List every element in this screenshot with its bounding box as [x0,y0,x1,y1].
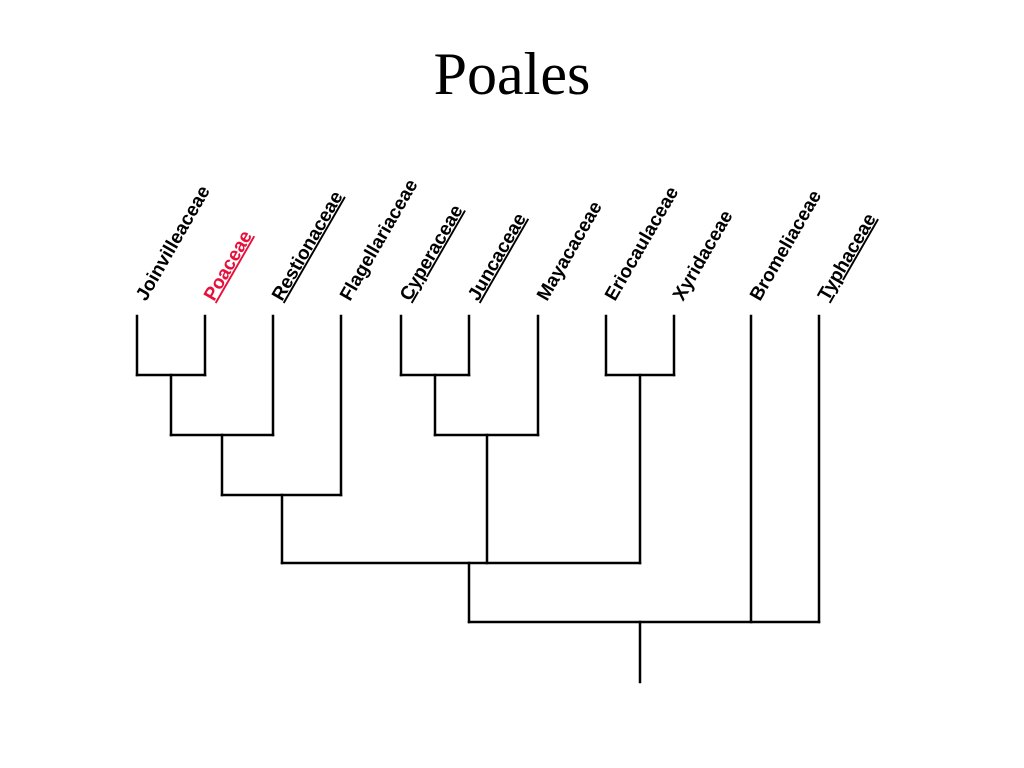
taxon-label-group: Cyperaceae [396,202,468,305]
taxon-label-group: Restionaceae [268,188,347,305]
taxon-label-group: Joinvilleaceae [132,182,215,304]
taxon-label-group: Bromeliaceae [746,187,826,305]
taxon-label-group: Xyridaceae [669,207,737,304]
slide-title: Poales [433,41,591,107]
taxon-label-group: Eriocaulaceae [601,183,683,304]
taxon-label: Restionaceae [268,188,347,305]
taxon-label-group: Mayacaceae [533,198,607,305]
taxon-label: Juncaceae [464,210,531,305]
taxon-label-group: Typhaceae [814,210,881,304]
taxon-label: Typhaceae [814,210,881,304]
taxon-label: Mayacaceae [533,198,607,305]
cladogram-branches [135,314,821,684]
taxon-label: Joinvilleaceae [132,182,215,304]
taxon-label: Poaceae [200,227,257,304]
taxon-label-group: Juncaceae [464,210,531,305]
taxon-label-group: Poaceae [200,227,257,304]
taxon-label: Eriocaulaceae [601,183,683,304]
taxon-label: Bromeliaceae [746,187,826,305]
taxon-label: Xyridaceae [669,207,737,304]
taxon-label: Cyperaceae [396,202,468,305]
